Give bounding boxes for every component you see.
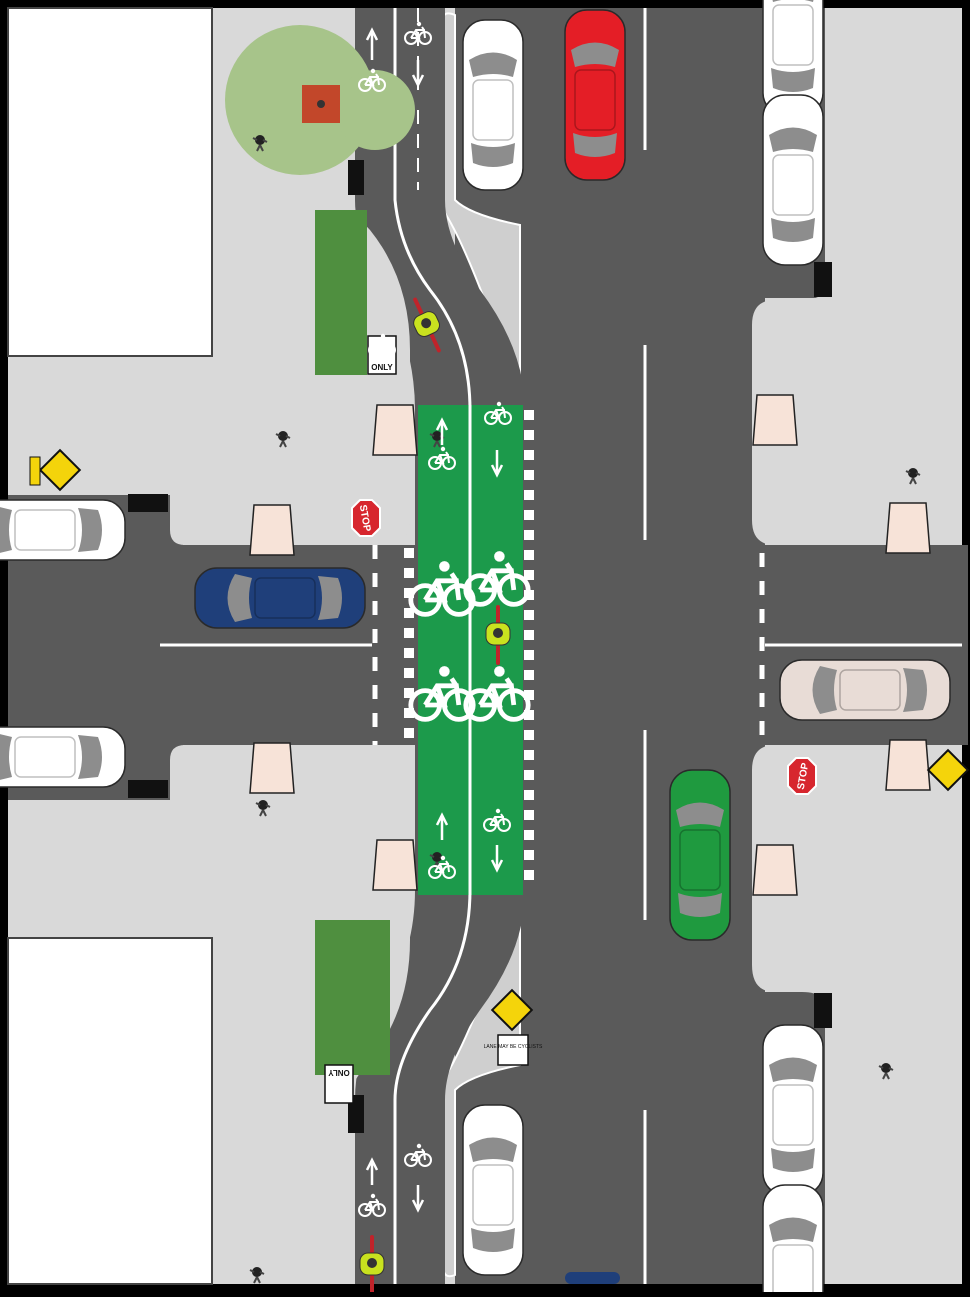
parked-car [762,1024,824,1196]
bike-only-sign-bottom: ONLY [324,1064,354,1104]
signal-pole [814,262,832,297]
parked-car [762,94,824,266]
arrow-up-icon [435,417,449,445]
crossing-dash-edge-right [524,410,534,880]
curb-ramp [885,502,931,554]
curb-ramp [885,739,931,791]
blue-car [194,567,366,629]
crossing-dash [524,570,534,580]
crossing-dash [524,730,534,740]
signal-pole [348,1095,364,1133]
beige-car [779,659,951,721]
crossing-dash [404,588,414,598]
curb-ramp [372,404,418,456]
curb-ramp [752,394,798,446]
stop-sign-right: STOP [787,757,817,795]
crossing-dash [524,870,534,880]
crossing-dash [404,548,414,558]
parked-car [762,1184,824,1297]
signal-pole [128,494,168,512]
sidewalk-southeast [752,745,962,1284]
crossing-dash [524,770,534,780]
sidewalk-northeast [752,8,962,545]
crossing-dash [524,650,534,660]
arrow-down-icon [411,60,425,88]
sign-label: LANE MAY BE CYCLISTS [484,1044,543,1050]
crossing-dash-edge-left [404,548,414,738]
crossing-dash [524,530,534,540]
tree-trunk [317,100,325,108]
building-southwest [7,937,213,1285]
crossing-dash [524,430,534,440]
crossing-dash [524,490,534,500]
street-tree-canopy [335,70,415,150]
parked-car [462,19,524,191]
arrow-up-icon [365,1157,379,1185]
curb-island-top [442,12,521,401]
signal-pole [348,160,364,195]
signal-pole [128,780,168,798]
crossing-dash [404,708,414,718]
crossing-dash [524,630,534,640]
crossing-dash [404,628,414,638]
stop-sign-left: STOP [351,499,381,537]
blue-car-partial [565,1272,620,1284]
planter-top [315,210,367,375]
crossing-dash [524,750,534,760]
crossing-dash [404,728,414,738]
signal-pole [814,993,832,1028]
crossing-dash [404,668,414,678]
cycle-track-centerline-bottom [393,889,472,1284]
planter-bottom [315,920,390,1075]
arrow-down-icon [490,450,504,478]
curb-ramp [372,839,418,891]
parked-car [462,1104,524,1276]
crossing-dash [524,690,534,700]
crossing-dash [524,790,534,800]
crossing-dash [524,810,534,820]
curb-ramp [249,742,295,794]
crossing-dash [524,830,534,840]
crossing-dash [404,648,414,658]
crossing-dash [404,568,414,578]
warning-plaque [29,456,41,486]
curb-ramp [249,504,295,556]
crossing-dash [524,670,534,680]
crossing-dash [404,688,414,698]
sign-label: ONLY [328,1068,350,1077]
arrow-up-icon [435,812,449,840]
crossing-dash [524,470,534,480]
green-car [669,769,731,941]
cycle-track-centerline-top [393,8,472,411]
sidewalk-southwest [8,745,410,1284]
red-car [564,9,626,181]
crossing-dash [404,608,414,618]
yield-to-cyclists-sign: LANE MAY BE CYCLISTS [484,1034,543,1066]
crossing-dash [524,850,534,860]
crossing-dash [524,450,534,460]
building-northwest [7,7,213,357]
parked-car [0,499,126,561]
bike-only-sign-top: ONLY [367,332,397,375]
crossing-dash [524,610,534,620]
stop-sign-label: STOP [357,504,373,533]
crossing-dash [524,410,534,420]
curb-ramp [752,844,798,896]
parked-car [0,726,126,788]
sign-label: ONLY [371,363,393,372]
crossing-dash [524,710,534,720]
arrow-down-icon [411,1185,425,1213]
arrow-down-icon [490,845,504,873]
crossing-dash [524,550,534,560]
crossing-dash [524,510,534,520]
curb-island-bottom [442,894,521,1278]
stop-sign-label: STOP [796,762,812,791]
arrow-up-icon [365,27,379,60]
